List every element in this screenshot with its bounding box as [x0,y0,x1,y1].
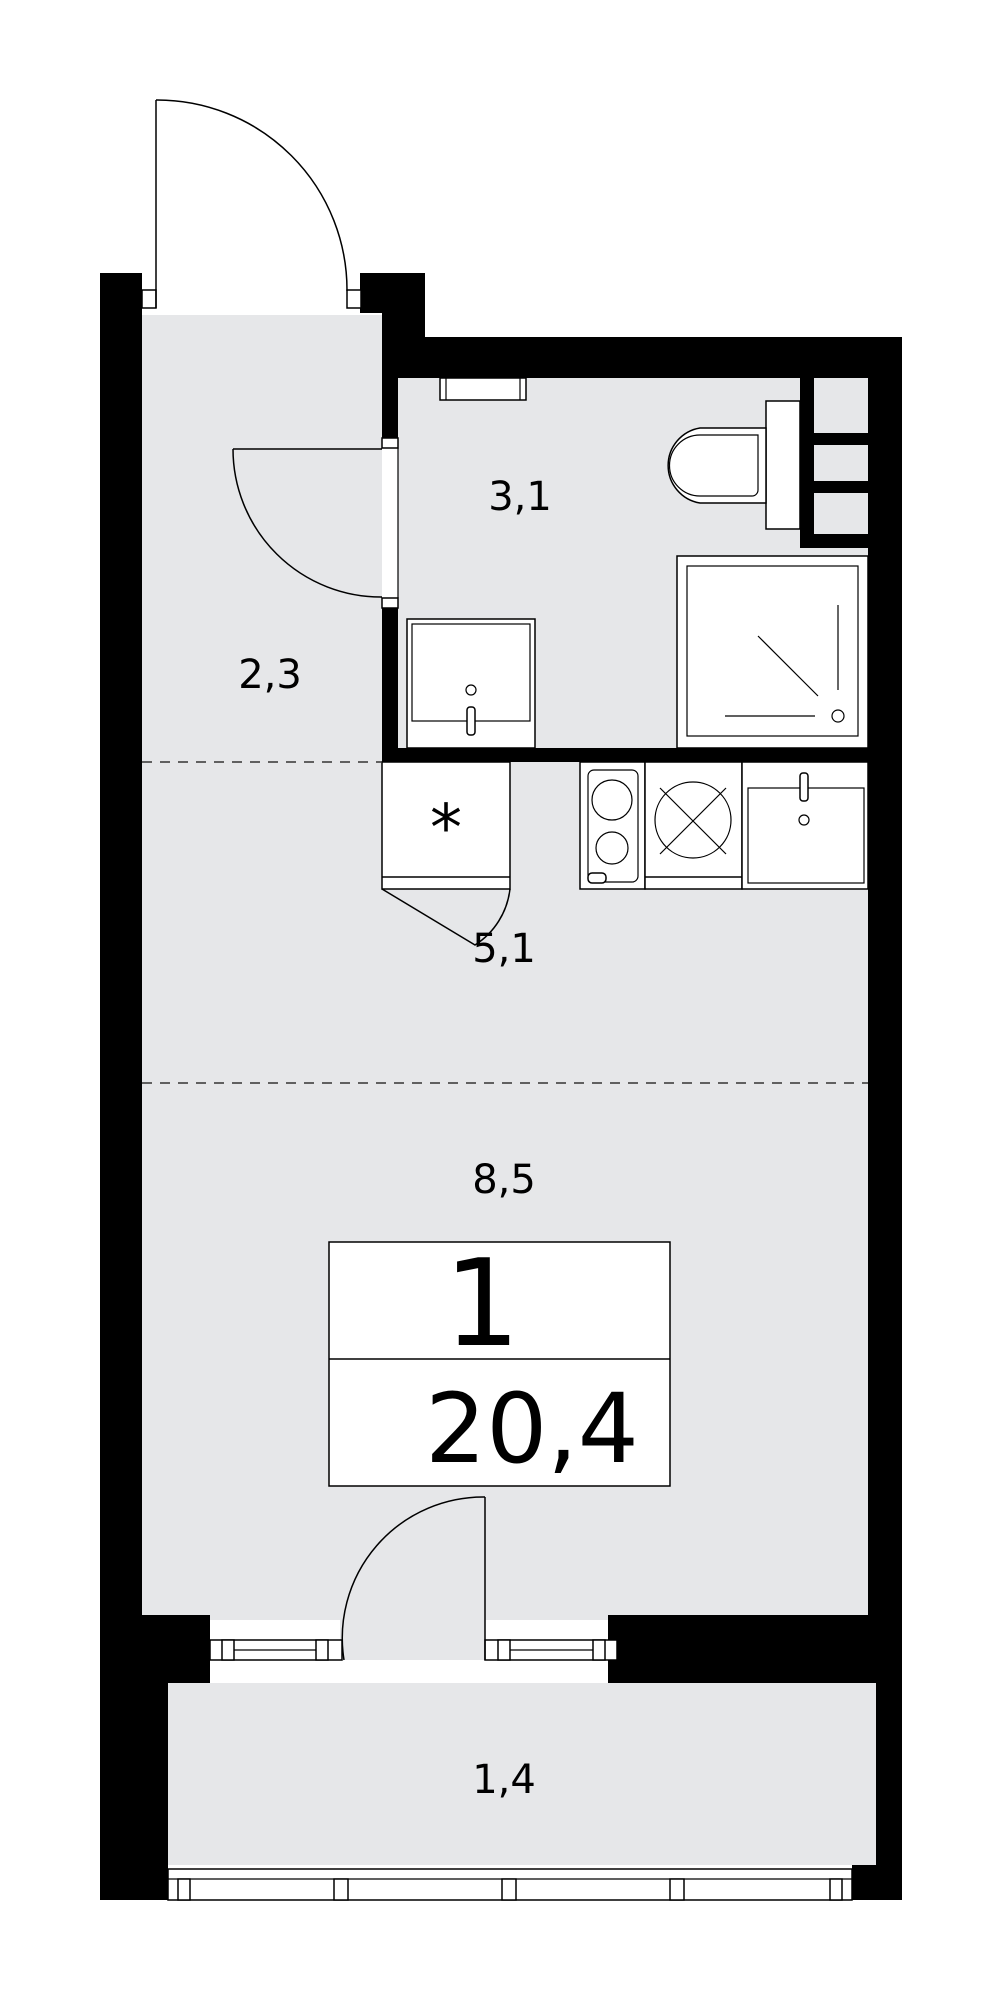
fridge [381,761,511,890]
balcony-floor [168,1683,876,1865]
top-wall [382,337,902,378]
shaft-left [800,378,814,548]
balcony-wall-right-outer [876,1615,902,1900]
right-wall [868,337,902,1683]
shaft-bar-3 [800,534,868,548]
bathroom-door [232,437,399,609]
balcony-wall-right [608,1615,902,1683]
balcony-window [167,1868,853,1901]
bathroom-fixtures [406,377,869,749]
oven [644,761,743,890]
bathroom-left-wall-top [382,378,398,438]
balcony-wall-left-outer [100,1615,168,1900]
toilet-tank [765,400,801,530]
shaft-bar-1 [800,433,868,445]
room-area-kitchen: 5,1 [472,926,536,972]
shaft-bar-2 [800,481,868,493]
room-area-living: 8,5 [472,1157,536,1203]
kitchen-fixtures: * [381,761,869,946]
doorway-floor [340,1600,485,1660]
shower-drain-icon [831,709,845,723]
balcony-door [209,1496,618,1661]
room-area-balcony: 1,4 [472,1757,536,1803]
walls [100,273,902,1900]
room-area-hall: 2,3 [238,652,302,698]
toilet-icon [667,427,767,504]
cooktop [579,761,646,890]
balcony-corner [852,1865,902,1900]
vent-grille [439,377,527,401]
shower-tray [676,555,869,749]
snowflake-icon: * [430,792,462,866]
total-area: 20,4 [425,1373,639,1485]
entrance-door [141,99,362,309]
room-area-bathroom: 3,1 [488,474,552,520]
room-count: 1 [444,1235,520,1374]
summary-box: 1 20,4 [328,1235,671,1487]
bathroom-left-wall-bottom [382,608,398,760]
bathroom-bottom-wall [382,748,868,762]
zone-dividers [142,761,868,1084]
